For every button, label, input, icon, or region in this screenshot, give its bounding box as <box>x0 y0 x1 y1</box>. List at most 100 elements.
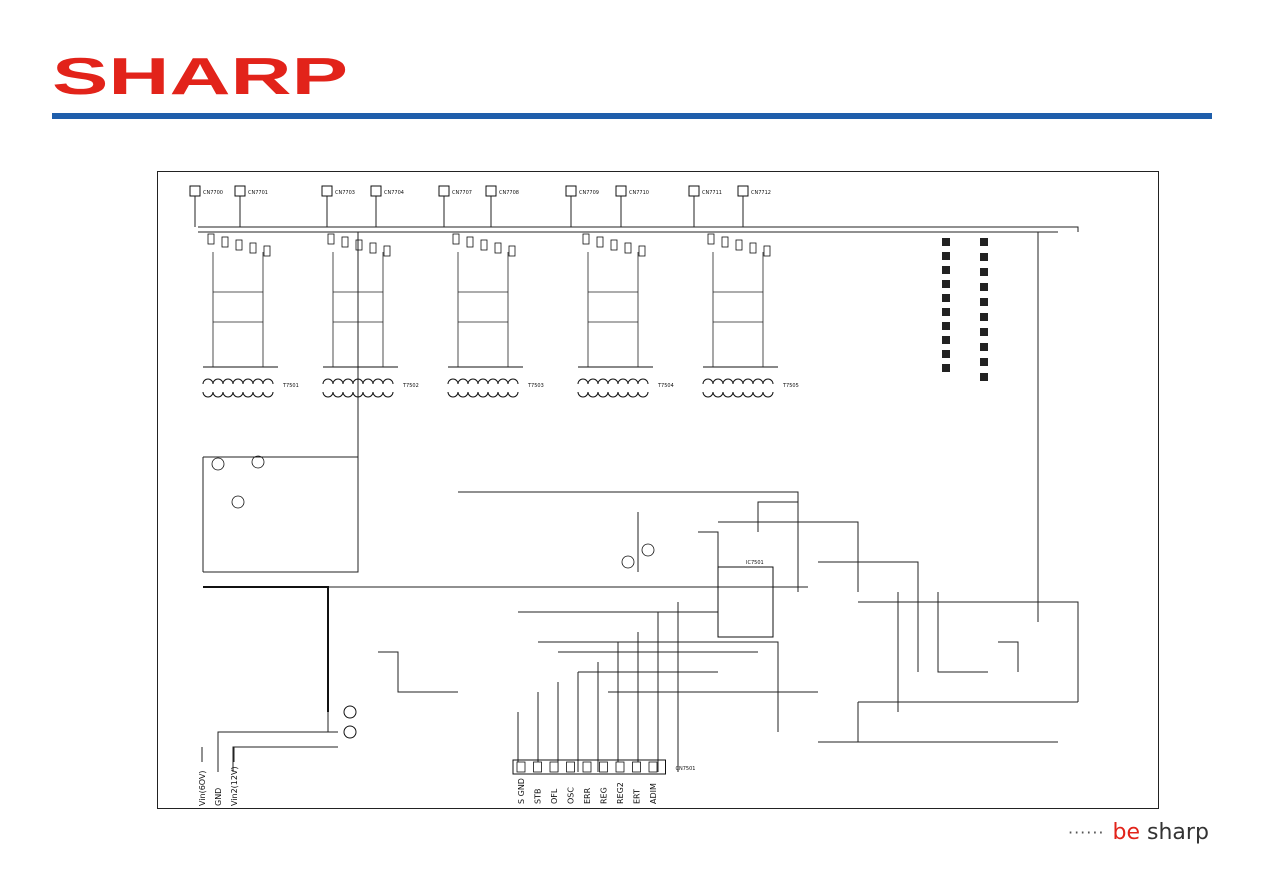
test-pad <box>942 322 950 330</box>
test-pad <box>942 336 950 344</box>
ic-label: IC7501 <box>746 560 764 566</box>
resistor <box>466 236 474 248</box>
circuit-schematic: CN7700 CN7701 CN7703 CN7704 CN7707 CN7708 CN77… <box>189 185 1079 806</box>
connector-label: CN7707 <box>452 190 472 196</box>
test-pad <box>980 283 988 291</box>
bottom-connector-label: CN7501 <box>676 766 696 772</box>
power-label: GND <box>214 788 223 806</box>
connector-label: CN7711 <box>702 190 722 196</box>
connector-pin <box>599 761 608 773</box>
test-pad <box>980 268 988 276</box>
connector-label: CN7700 <box>203 190 223 196</box>
connector-cn7703 <box>321 185 333 197</box>
connector-cn7711 <box>688 185 700 197</box>
transformer-label: T7502 <box>402 383 419 389</box>
connector-cn7708 <box>485 185 497 197</box>
coil <box>343 725 357 739</box>
resistor <box>235 239 243 251</box>
resistor <box>221 236 229 248</box>
test-pad <box>942 252 950 260</box>
connector-label: CN7703 <box>335 190 355 196</box>
test-pad <box>942 308 950 316</box>
connector-cn7700 <box>189 185 201 197</box>
test-pad <box>942 280 950 288</box>
connector-pin <box>516 761 526 773</box>
transistor <box>641 543 655 557</box>
resistor <box>383 245 391 257</box>
resistor <box>508 245 516 257</box>
resistor <box>638 245 646 257</box>
resistor <box>369 242 377 254</box>
connector-cn7712 <box>737 185 749 197</box>
tagline-be: be <box>1112 819 1141 845</box>
test-pad <box>980 313 988 321</box>
connector-pin <box>648 761 658 773</box>
transformer-label: T7505 <box>782 383 799 389</box>
header-rule <box>52 113 1212 119</box>
resistor <box>624 242 632 254</box>
resistor <box>610 239 618 251</box>
resistor <box>341 236 349 248</box>
transistor <box>251 455 265 469</box>
test-pad <box>980 238 988 246</box>
transformer-t7501 <box>202 366 278 398</box>
power-label: Vin(6OV) <box>198 770 207 806</box>
ic7501 <box>717 566 774 638</box>
power-label: Vin2(12V) <box>230 766 239 806</box>
test-pad <box>980 328 988 336</box>
resistor <box>249 242 257 254</box>
connector-cn7707 <box>438 185 450 197</box>
test-pad <box>942 350 950 358</box>
transformer-t7503 <box>447 366 523 398</box>
test-pad <box>980 373 988 381</box>
schematic-marks <box>189 185 988 775</box>
connector-label: CN7701 <box>248 190 268 196</box>
pin-label: REG2 <box>616 782 625 804</box>
transformer-t7505 <box>702 366 778 398</box>
tagline-dots: ······ <box>1068 822 1105 842</box>
schematic-frame: CN7700 CN7701 CN7703 CN7704 CN7707 CN7708 CN77… <box>157 171 1159 809</box>
pin-label: S GND <box>517 778 526 804</box>
logo-text: SHARP <box>52 50 348 98</box>
resistor <box>596 236 604 248</box>
resistor <box>263 245 271 257</box>
transformer-label: T7503 <box>527 383 544 389</box>
pin-label: ADIM <box>649 783 658 804</box>
coil <box>343 705 357 719</box>
transformer-label: T7501 <box>282 383 299 389</box>
power-bus <box>203 586 329 712</box>
test-pad <box>942 266 950 274</box>
connector-label: CN7708 <box>499 190 519 196</box>
connector-label: CN7712 <box>751 190 771 196</box>
pin-label: REG <box>600 787 609 804</box>
resistor <box>452 233 460 245</box>
bottom-connector <box>512 759 666 775</box>
pin-label: ERR <box>583 787 592 804</box>
connector-pin <box>533 761 542 773</box>
test-pad <box>980 358 988 366</box>
tagline: ······ be sharp <box>1068 818 1209 846</box>
connector-label: CN7710 <box>629 190 649 196</box>
test-pad <box>980 253 988 261</box>
connector-pin <box>549 761 559 773</box>
test-pad <box>980 298 988 306</box>
connector-pin <box>566 761 575 773</box>
resistor <box>207 233 215 245</box>
resistor <box>735 239 743 251</box>
connector-pin <box>582 761 592 773</box>
pin-label: ERT <box>633 789 642 804</box>
transistor <box>211 457 225 471</box>
test-pad <box>942 364 950 372</box>
connector-pin <box>632 761 641 773</box>
resistor <box>707 233 715 245</box>
sharp-logo: SHARP <box>52 50 348 98</box>
transistor <box>621 555 635 569</box>
resistor <box>582 233 590 245</box>
connector-cn7701 <box>234 185 246 197</box>
resistor <box>355 239 363 251</box>
test-pad <box>942 294 950 302</box>
connector-cn7709 <box>565 185 577 197</box>
connector-label: CN7704 <box>384 190 404 196</box>
test-pad <box>980 343 988 351</box>
connector-cn7710 <box>615 185 627 197</box>
